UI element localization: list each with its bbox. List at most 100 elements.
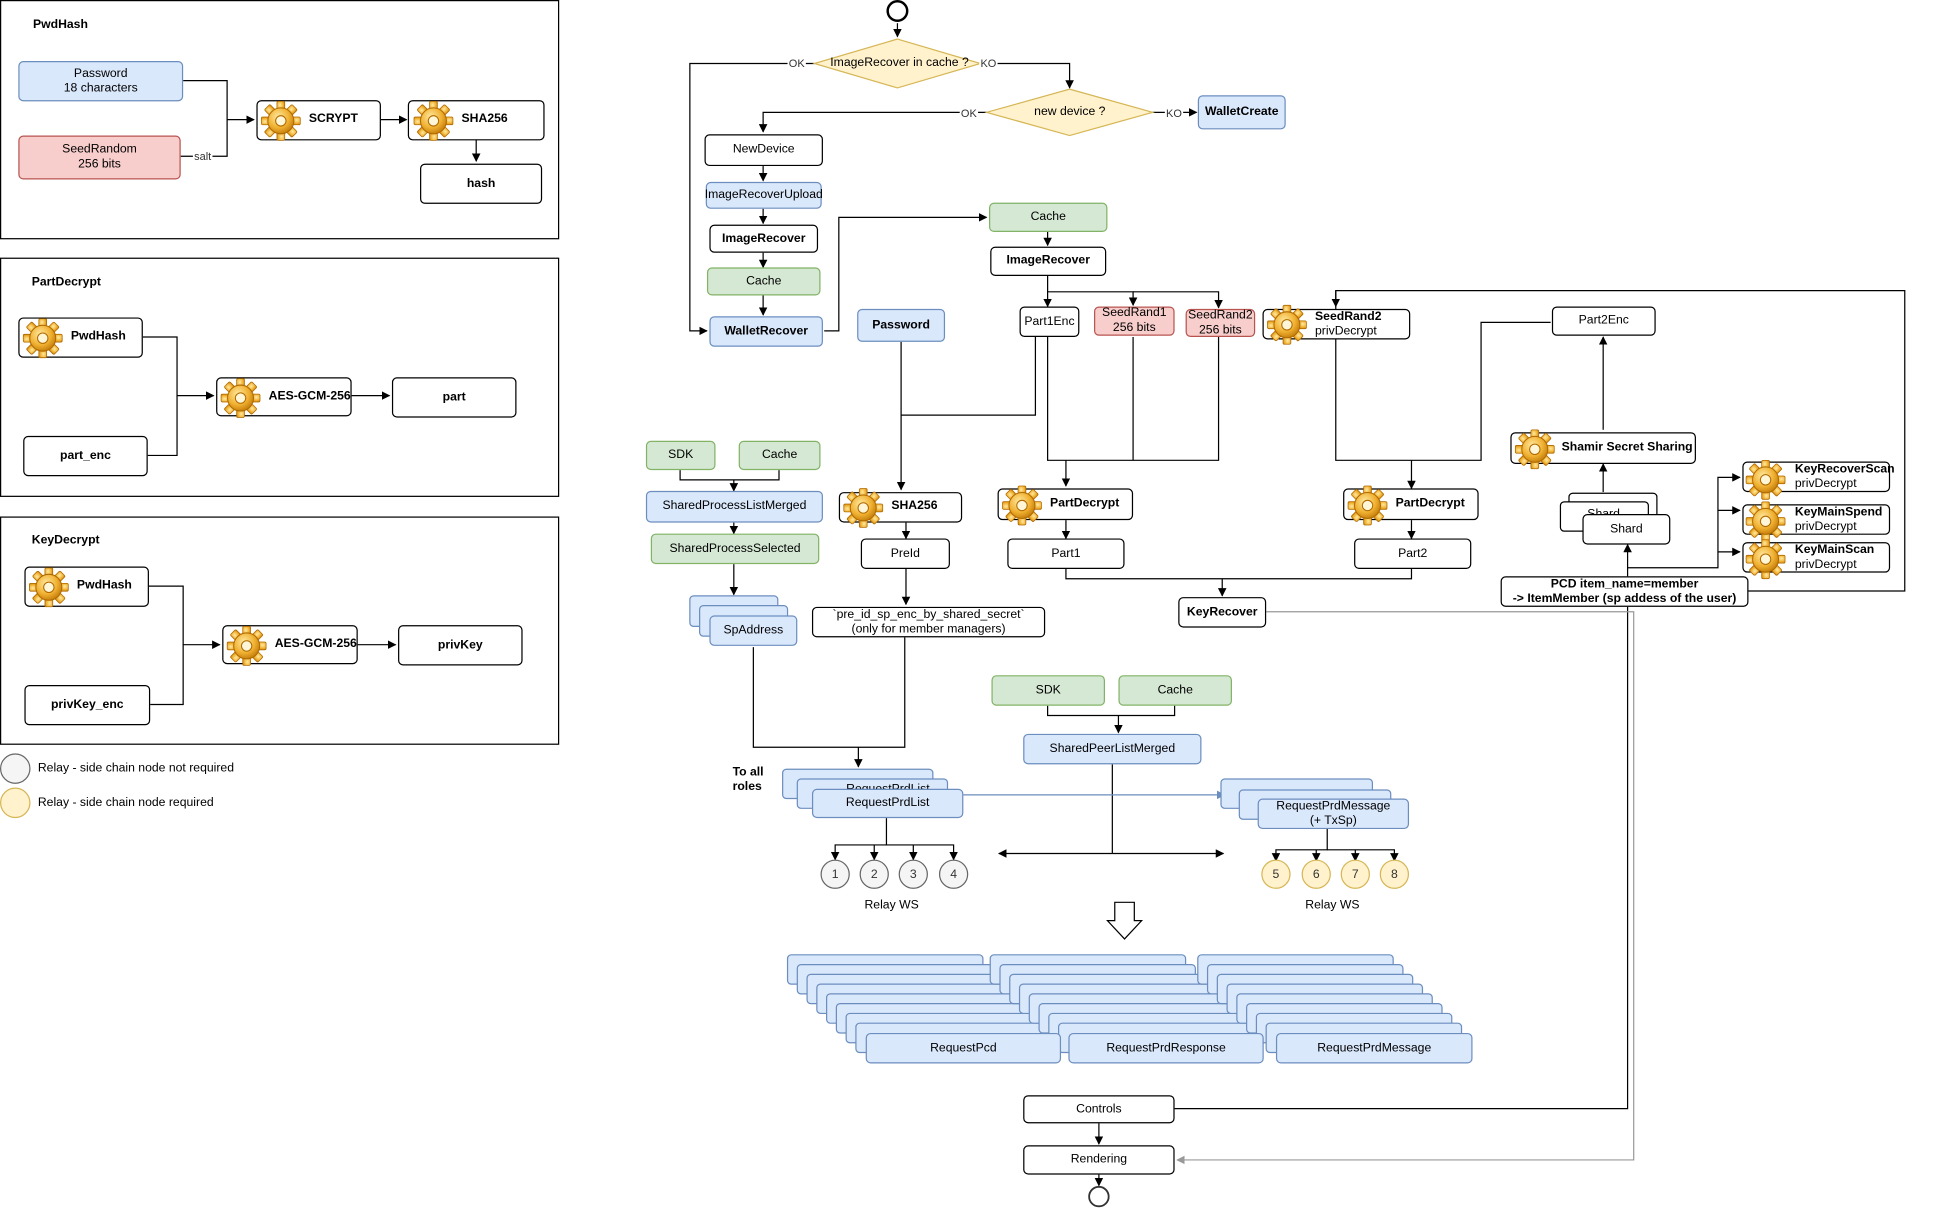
gear-icon — [220, 378, 261, 418]
controls-node: Controls — [1023, 1095, 1175, 1124]
panel-title: PwdHash — [32, 18, 88, 32]
part2-node: Part2 — [1354, 538, 1472, 569]
gear-icon — [226, 626, 267, 666]
shamir-label: Shamir Secret Sharing — [1561, 440, 1693, 455]
aes-label: AES-GCM-256 — [274, 637, 357, 651]
priv-decrypt-label: privDecrypt — [1315, 324, 1377, 339]
priv-decrypt-label: privDecrypt — [1794, 557, 1857, 572]
salt-label: salt — [192, 150, 213, 163]
seedrand1-node: SeedRand1 256 bits — [1094, 306, 1175, 336]
part-decrypt-label: PartDecrypt — [1050, 496, 1120, 511]
legend-not-required-label: Relay - side chain node not required — [37, 761, 235, 776]
privkey-node: privKey — [398, 625, 523, 666]
part-enc-node: part_enc — [23, 435, 148, 477]
priv-decrypt-label: privDecrypt — [1794, 477, 1857, 491]
panel-pwdhash — [0, 0, 560, 240]
priv-decrypt-label: privDecrypt — [1794, 520, 1857, 534]
image-recover-node: ImageRecover — [709, 224, 819, 253]
part2enc-node: Part2Enc — [1551, 306, 1656, 336]
wallet-create-node: WalletCreate — [1197, 95, 1286, 130]
relay-node-6: 6 — [1301, 859, 1331, 889]
sdk-node: SDK — [645, 440, 716, 471]
image-recover-upload-node: ImageRecoverUpload — [705, 181, 823, 209]
pre-id-node: PreId — [860, 538, 950, 569]
relay-ws-label: Relay WS — [864, 898, 919, 913]
password-node: Password 18 characters — [18, 61, 184, 102]
legend-required-label: Relay - side chain node required — [37, 796, 214, 810]
seedrand2-title: SeedRand2 — [1315, 310, 1382, 324]
shared-peer-list-node: SharedPeerListMerged — [1023, 733, 1202, 765]
key-main-spend-label: KeyMainSpend — [1794, 505, 1883, 519]
legend-relay-not-required-icon — [0, 753, 31, 784]
gear-icon — [1347, 485, 1388, 526]
relay-node-4: 4 — [938, 859, 969, 889]
request-prd-message-node: RequestPrdMessage (+ TxSp) — [1257, 798, 1410, 830]
sdk-node: SDK — [991, 675, 1106, 706]
relay-node-3: 3 — [898, 859, 928, 889]
ok-label: OK — [787, 57, 806, 70]
relay-node-7: 7 — [1340, 859, 1370, 889]
scrypt-label: SCRYPT — [308, 112, 359, 126]
sha256-label: SHA256 — [891, 499, 938, 513]
relay-node-5: 5 — [1261, 859, 1291, 889]
cache-node: Cache — [738, 440, 821, 471]
ko-label: KO — [979, 57, 998, 70]
aes-label: AES-GCM-256 — [268, 389, 351, 403]
shared-process-selected-node: SharedProcessSelected — [650, 533, 820, 565]
gear-icon — [1267, 304, 1307, 345]
pcd-item-node: PCD item_name=member -> ItemMember (sp a… — [1500, 576, 1749, 607]
request-pcd-node: RequestPcd — [865, 1032, 1062, 1064]
gear-icon — [1514, 429, 1555, 470]
hash-node: hash — [420, 163, 543, 204]
pre-id-note-node: `pre_id_sp_enc_by_shared_secret` (only f… — [811, 606, 1046, 638]
shared-process-list-node: SharedProcessListMerged — [645, 490, 823, 523]
gear-icon — [413, 101, 454, 141]
part-node: part — [391, 377, 517, 418]
relay-ws-label: Relay WS — [1305, 898, 1360, 913]
gear-icon — [843, 488, 884, 528]
seedrand2-node: SeedRand2 256 bits — [1185, 308, 1256, 337]
pwdhash-label: PwdHash — [70, 329, 126, 344]
ko-label: KO — [1164, 107, 1184, 120]
gear-icon — [1745, 539, 1786, 580]
legend-relay-required-icon — [0, 787, 31, 819]
request-prd-message-node: RequestPrdMessage — [1275, 1032, 1473, 1064]
relay-node-2: 2 — [859, 859, 889, 889]
gear-icon — [260, 101, 301, 141]
request-prd-list-node: RequestPrdList — [811, 788, 964, 819]
decision-cache-label: ImageRecover in cache ? — [830, 56, 969, 70]
cache-node: Cache — [1118, 675, 1232, 706]
gear-icon — [1745, 460, 1786, 500]
to-all-roles-label: To all roles — [732, 765, 764, 794]
sp-address-node: SpAddress — [709, 615, 798, 646]
relay-node-8: 8 — [1379, 859, 1410, 889]
key-recover-scan-label: KeyRecoverScan — [1794, 462, 1895, 477]
gear-icon — [1002, 485, 1042, 526]
wallet-recover-node: WalletRecover — [709, 316, 823, 347]
panel-keydecrypt — [0, 516, 560, 745]
gear-icon — [1745, 501, 1786, 542]
sha256-label: SHA256 — [461, 112, 508, 126]
pwdhash-label: PwdHash — [76, 578, 132, 593]
image-recover-node: ImageRecover — [990, 246, 1107, 276]
panel-partdecrypt — [0, 257, 560, 497]
gear-icon — [28, 567, 69, 608]
cache-node: Cache — [989, 202, 1108, 232]
seed-random-node: SeedRandom 256 bits — [18, 135, 181, 180]
panel-title: KeyDecrypt — [31, 533, 100, 548]
part1-node: Part1 — [1007, 538, 1125, 569]
cache-node: Cache — [706, 267, 821, 296]
part-decrypt-label: PartDecrypt — [1395, 496, 1465, 511]
decision-device-label: new device ? — [1034, 105, 1106, 119]
relay-node-1: 1 — [820, 859, 850, 889]
new-device-node: NewDevice — [704, 134, 823, 167]
request-prd-response-node: RequestPrdResponse — [1068, 1032, 1264, 1064]
part1enc-node: Part1Enc — [1019, 306, 1080, 337]
panel-title: PartDecrypt — [31, 275, 101, 290]
key-main-scan-label: KeyMainScan — [1794, 543, 1875, 557]
privkey-enc-node: privKey_enc — [24, 684, 151, 726]
gear-icon — [22, 318, 63, 359]
rendering-node: Rendering — [1023, 1145, 1175, 1175]
key-recover-node: KeyRecover — [1178, 597, 1267, 628]
shard-node: Shard — [1582, 514, 1671, 545]
